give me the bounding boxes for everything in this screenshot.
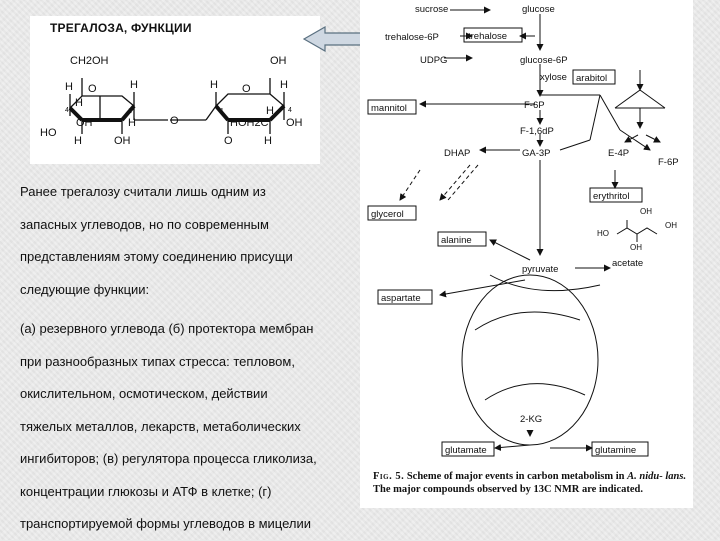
- pyruvate-label: pyruvate: [522, 264, 558, 275]
- text-line: тяжелых металлов, лекарств, метаболическ…: [20, 418, 301, 434]
- glycerol-label: glycerol: [371, 209, 404, 220]
- erythritol-box: [589, 187, 643, 203]
- aspartate-box: [377, 289, 433, 305]
- mannitol-box: [367, 99, 417, 115]
- trehalose-structure-panel: ТРЕГАЛОЗА, ФУНКЦИИ: [30, 16, 320, 164]
- trehalose-label: trehalose: [468, 31, 507, 42]
- f6p-right-label: F-6P: [658, 157, 679, 168]
- slide-title: ТРЕГАЛОЗА, ФУНКЦИИ: [50, 21, 192, 35]
- f6p-label: F-6P: [524, 100, 545, 111]
- oh-top-right-label: OH: [270, 55, 287, 67]
- figure-caption: Fig. 5. Scheme of major events in carbon…: [373, 470, 691, 496]
- caption-species-1: A. nidu-: [627, 471, 663, 482]
- ch2oh-label: CH2OH: [70, 55, 109, 67]
- arabitol-label: arabitol: [576, 73, 607, 84]
- h-label-7: H: [280, 79, 288, 91]
- caption-text-2: The major compounds observed by: [373, 484, 531, 495]
- dhap-label: DHAP: [444, 148, 470, 159]
- glucose-6p-label: glucose-6P: [520, 55, 568, 66]
- oh-bottom-label: OH: [114, 135, 131, 147]
- o-ring-right-label: O: [242, 83, 251, 95]
- alanine-box: [437, 231, 487, 247]
- text-line: ингибиторов; (в) регулятора процесса гли…: [20, 451, 317, 466]
- erythritol-ho-label: HO: [597, 229, 609, 238]
- carbon-1-label: 1: [128, 108, 132, 115]
- h-label-1: H: [65, 81, 73, 93]
- h-label-8: H: [266, 105, 274, 117]
- h-label-2: H: [130, 79, 138, 91]
- sucrose-label: sucrose: [415, 4, 448, 15]
- caption-species-2: lans.: [665, 471, 687, 482]
- h-label-9: H: [264, 135, 272, 147]
- arabitol-box: [572, 69, 616, 85]
- alanine-label: alanine: [441, 235, 472, 246]
- udpg-label: UDPG: [420, 55, 447, 66]
- h-label-6: H: [210, 79, 218, 91]
- carbon-4-label: 4: [65, 107, 69, 114]
- text-line: следующие функции:: [20, 281, 150, 297]
- glutamine-label: glutamine: [595, 445, 636, 456]
- caption-text-1: Scheme of major events in carbon metabol…: [406, 471, 625, 482]
- o-ring-left-label: O: [88, 83, 97, 95]
- carbon-4-right-label: 4: [288, 107, 292, 114]
- text-line: (а) резервного углевода (б) протектора м…: [20, 321, 314, 336]
- text-line: при разнообразных типах стресса: теплово…: [20, 353, 295, 369]
- trehalose-6p-label: trehalose-6P: [385, 32, 439, 43]
- left-glucose-ring: [68, 78, 206, 134]
- erythritol-label: erythritol: [593, 191, 629, 202]
- acetate-label: acetate: [612, 258, 643, 269]
- oh-label-left: OH: [76, 117, 93, 129]
- ho-label: HO: [40, 127, 57, 139]
- trehalose-structure-diagram: CH2OH OH H O H H 4 OH H 1 HO H OH O H 1 …: [40, 55, 303, 147]
- text-line: запасных углеводов, но по современным: [20, 216, 269, 232]
- xylose-label: xylose: [540, 72, 567, 83]
- text-line: представлениям этому соединению присущи: [20, 249, 293, 264]
- f16dp-label: F-1,6dP: [520, 126, 554, 137]
- trehalose-box: [463, 27, 523, 43]
- h-label-3: H: [75, 97, 83, 109]
- right-glucose-ring: [205, 78, 286, 134]
- h-label-4: H: [128, 117, 136, 129]
- hoh2c-label: HOH2C: [230, 117, 269, 129]
- erythritol-oh-right-label: OH: [665, 221, 677, 230]
- glutamine-box: [591, 441, 649, 457]
- carbon-1-right-label: 1: [220, 108, 224, 115]
- aspartate-label: aspartate: [381, 293, 421, 304]
- glutamate-box: [441, 441, 495, 457]
- 2kg-label: 2-KG: [520, 414, 542, 425]
- h-label-5: H: [74, 135, 82, 147]
- text-line: транспортируемой формы углеводов в мицел…: [20, 516, 312, 531]
- caption-isotope: 13C NMR are indicated.: [533, 484, 643, 495]
- carbon-metabolism-diagram: sucrose glucose trehalose-6P trehalose U…: [367, 4, 679, 457]
- glycerol-box: [367, 205, 417, 221]
- erythritol-oh-bottom-label: OH: [630, 243, 642, 252]
- text-line: Ранее трегалозу считали лишь одним из: [20, 184, 266, 199]
- o-bottom-right-label: O: [224, 135, 233, 147]
- glycosidic-o-label: O: [170, 115, 179, 127]
- body-text: Ранее трегалозу считали лишь одним из за…: [20, 176, 356, 541]
- erythritol-oh-top-label: OH: [640, 207, 652, 216]
- text-line: концентрации глюкозы и АТФ в клетке; (г): [20, 483, 272, 499]
- e4p-label: E-4P: [608, 148, 629, 159]
- glutamate-label: glutamate: [445, 445, 487, 456]
- glucose-label: glucose: [522, 4, 555, 15]
- caption-figure-number: Fig. 5.: [373, 471, 405, 482]
- pathway-arrows: [399, 6, 666, 452]
- mannitol-label: mannitol: [371, 103, 407, 114]
- ga3p-label: GA-3P: [522, 148, 551, 159]
- text-line: окислительном, осмотическом, действии: [20, 386, 268, 401]
- metabolism-scheme-panel: sucrose glucose trehalose-6P trehalose U…: [360, 0, 693, 508]
- oh-right-label: OH: [286, 117, 303, 129]
